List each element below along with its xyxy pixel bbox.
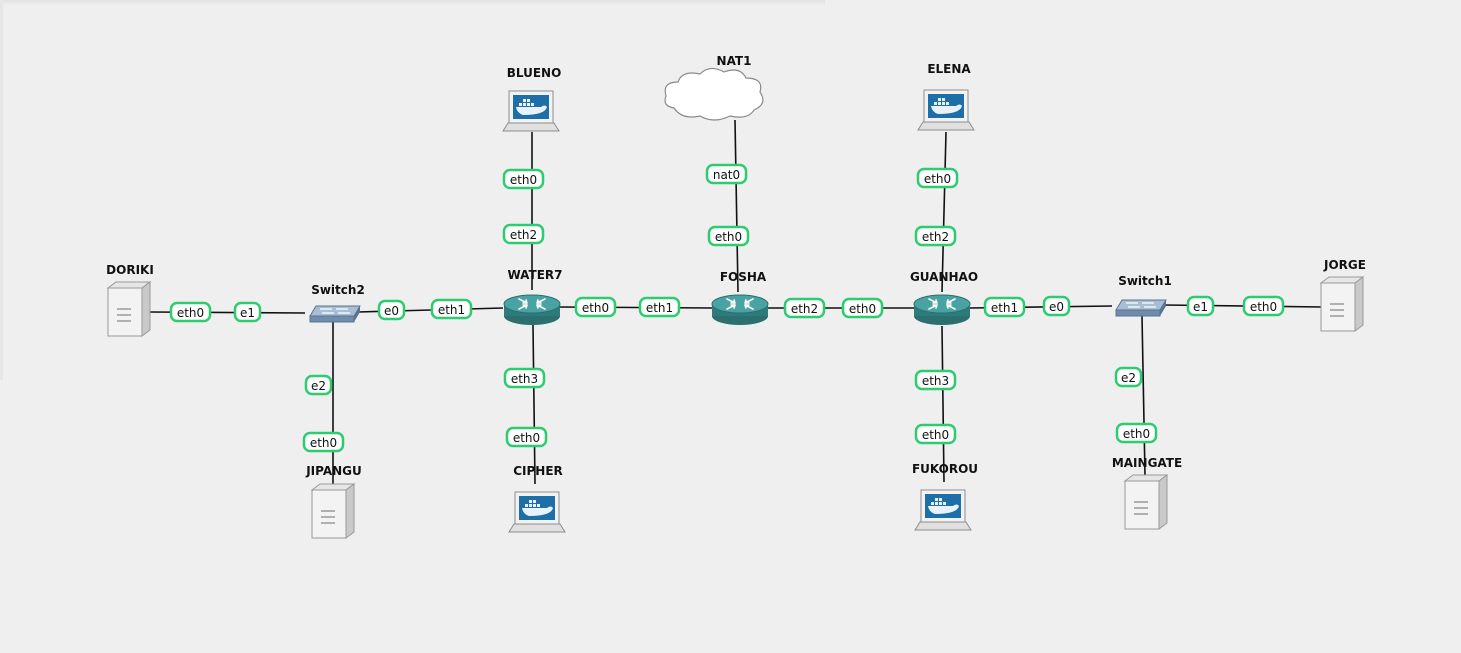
svg-text:eth0: eth0 [582,301,609,315]
server-icon[interactable] [311,483,355,539]
port-label[interactable]: eth3 [914,369,957,391]
port-label[interactable]: e2 [1114,366,1143,388]
link-switch1-maingate[interactable] [1141,315,1146,477]
svg-text:eth0: eth0 [849,302,876,316]
svg-text:eth1: eth1 [991,301,1018,315]
svg-text:eth0: eth0 [513,431,540,445]
port-label[interactable]: eth0 [707,225,750,247]
port-label[interactable]: eth1 [638,296,681,318]
server-icon[interactable] [1124,474,1168,530]
port-label[interactable]: eth0 [169,301,212,323]
svg-text:eth3: eth3 [922,374,949,388]
port-label[interactable]: eth1 [983,296,1026,318]
node-label-doriki: DORIKI [106,263,154,277]
node-label-maingate: MAINGATE [1112,456,1182,470]
svg-text:eth0: eth0 [922,428,949,442]
cloud-icon[interactable] [664,67,764,121]
link-elena-guanhao[interactable] [941,131,947,293]
link-water7-cipher[interactable] [532,324,536,485]
docker-host-icon[interactable] [914,489,972,531]
port-label[interactable]: eth2 [914,225,957,247]
router-icon[interactable] [503,294,561,326]
node-label-water7: WATER7 [507,268,562,282]
switch-icon[interactable] [1115,299,1167,317]
server-icon[interactable] [107,281,151,337]
router-icon[interactable] [711,294,769,326]
docker-host-icon[interactable] [508,491,566,533]
top-shadow-bar [0,0,825,6]
svg-text:eth0: eth0 [924,172,951,186]
node-label-cipher: CIPHER [513,464,563,478]
port-label[interactable]: eth0 [1115,422,1158,444]
svg-text:eth0: eth0 [1250,300,1277,314]
svg-text:e0: e0 [1049,300,1064,314]
node-label-blueno: BLUENO [507,66,562,80]
svg-text:eth3: eth3 [511,372,538,386]
port-label[interactable]: eth0 [574,296,617,318]
node-label-switch1: Switch1 [1118,274,1172,288]
port-label[interactable]: eth2 [502,223,545,245]
svg-text:e2: e2 [1121,371,1136,385]
port-label[interactable]: e1 [233,301,262,323]
node-labels: NAT1 BLUENO ELENA CIPHER FUKOROU WATER7 … [106,54,1366,478]
svg-text:e1: e1 [1193,300,1208,314]
svg-text:eth0: eth0 [715,230,742,244]
svg-text:eth0: eth0 [510,173,537,187]
svg-text:e2: e2 [311,379,326,393]
docker-host-icon[interactable] [917,89,975,131]
port-label[interactable]: eth3 [503,367,546,389]
svg-text:eth2: eth2 [922,230,949,244]
svg-text:e1: e1 [240,306,255,320]
links [149,119,1323,485]
port-label[interactable]: eth2 [783,297,826,319]
port-label[interactable]: e2 [304,374,333,396]
svg-text:eth0: eth0 [1123,427,1150,441]
port-labels: eth0 e1 e0 eth1 e2 eth0 eth0 eth2 eth0 e… [169,163,1285,453]
docker-host-icon[interactable] [502,90,560,132]
port-label[interactable]: eth1 [430,298,473,320]
port-label[interactable]: eth0 [1242,295,1285,317]
svg-text:eth1: eth1 [438,303,465,317]
router-icon[interactable] [913,294,971,326]
port-label[interactable]: eth0 [841,297,884,319]
port-label[interactable]: eth0 [502,168,545,190]
port-label[interactable]: e0 [1042,295,1071,317]
svg-text:nat0: nat0 [713,168,740,182]
server-icon[interactable] [1320,276,1364,332]
node-label-fukorou: FUKOROU [912,462,978,476]
svg-text:eth0: eth0 [310,436,337,450]
node-label-nat1: NAT1 [717,54,752,68]
svg-text:eth2: eth2 [791,302,818,316]
node-label-elena: ELENA [927,62,971,76]
link-nat1-fosha[interactable] [734,119,739,293]
port-label[interactable]: eth0 [302,431,345,453]
svg-text:eth1: eth1 [646,301,673,315]
node-label-jorge: JORGE [1323,258,1366,272]
svg-text:eth2: eth2 [510,228,537,242]
port-label[interactable]: eth0 [505,426,548,448]
port-label[interactable]: eth0 [916,167,959,189]
node-label-jipangu: JIPANGU [305,464,362,478]
svg-text:e0: e0 [384,304,399,318]
left-edge-bar [0,0,3,380]
node-label-switch2: Switch2 [311,283,365,297]
port-label[interactable]: nat0 [705,163,748,185]
switch-icon[interactable] [309,305,361,323]
port-label[interactable]: e0 [377,299,406,321]
svg-text:eth0: eth0 [177,306,204,320]
port-label[interactable]: eth0 [914,423,957,445]
node-label-guanhao: GUANHAO [910,270,978,284]
link-guanhao-fukorou[interactable] [941,325,945,483]
node-label-fosha: FOSHA [720,270,767,284]
port-label[interactable]: e1 [1186,295,1215,317]
